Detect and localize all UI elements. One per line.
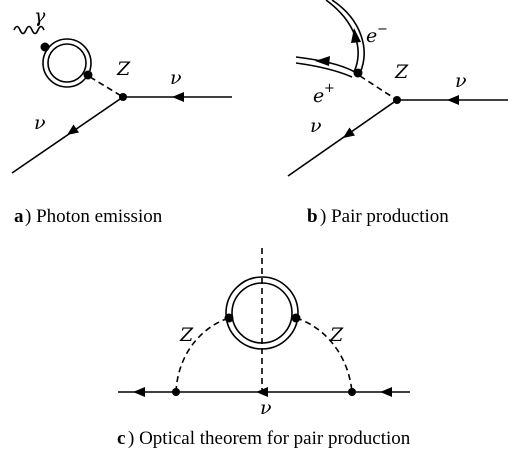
- neutrino-arrow-c-mid: [256, 387, 268, 397]
- nu-label-a-right: ν: [170, 67, 182, 89]
- fermion-loop-inner-c: [231, 282, 293, 344]
- fermion-loop-outer: [42, 38, 92, 88]
- panel-b-pair-production: e − e + Z ν ν: [287, 0, 508, 177]
- e-minus-label: e: [366, 25, 377, 47]
- nu-label-c: ν: [260, 397, 272, 419]
- photon-label: γ: [34, 5, 46, 27]
- z-propagator: [89, 76, 124, 98]
- neutrino-arrow-left: [67, 124, 79, 135]
- neutrino-arrow-right: [172, 92, 184, 102]
- neutrino-arrow-c-left: [133, 387, 145, 397]
- z-label-c-left: Z: [179, 324, 194, 346]
- neutrino-arrow-c-right: [380, 387, 392, 397]
- nu-label-a-left: ν: [34, 112, 46, 134]
- z-propagator-b: [359, 75, 398, 101]
- e-minus-superscript: −: [377, 22, 388, 37]
- pair-vertex: [353, 68, 363, 78]
- electron-arrow: [351, 28, 361, 43]
- e-plus-label: e: [313, 85, 324, 107]
- e-plus-superscript: +: [324, 81, 335, 96]
- caption-b-letter: b: [307, 206, 318, 227]
- caption-a-text: ) Photon emission: [25, 206, 163, 227]
- panel-c-optical-theorem: Z Z ν: [118, 248, 410, 419]
- caption-c-letter: c: [117, 428, 125, 449]
- neutrino-line-left-b: [287, 99, 398, 177]
- fermion-loop-outer-c: [225, 276, 299, 350]
- neutrino-vertex-c-left: [172, 388, 180, 396]
- z-label-b: Z: [394, 61, 409, 83]
- z-propagator-left: [175, 317, 230, 393]
- photon-line: [13, 25, 45, 35]
- photon-vertex: [40, 42, 50, 52]
- positron-line-inner: [295, 62, 353, 78]
- z-propagator-right: [295, 317, 353, 393]
- neutrino-arrow-right-b: [447, 95, 459, 105]
- nu-label-b-right: ν: [455, 70, 467, 92]
- positron-arrow: [315, 56, 330, 66]
- nu-label-b-left: ν: [310, 115, 322, 137]
- neutrino-arrow-left-b: [343, 127, 355, 138]
- neutrino-line-left: [11, 96, 124, 174]
- z-label-a: Z: [116, 58, 131, 80]
- panel-a-photon-emission: γ Z ν ν: [11, 5, 232, 174]
- fermion-loop-inner: [47, 43, 87, 83]
- neutrino-vertex-c-right: [348, 388, 356, 396]
- caption-a-letter: a: [14, 206, 24, 227]
- electron-line-inner: [331, 0, 365, 74]
- caption-b-text: ) Pair production: [320, 206, 449, 227]
- caption-c-text: ) Optical theorem for pair production: [128, 428, 411, 449]
- z-label-c-right: Z: [329, 324, 344, 346]
- loop-vertex-left: [224, 313, 234, 323]
